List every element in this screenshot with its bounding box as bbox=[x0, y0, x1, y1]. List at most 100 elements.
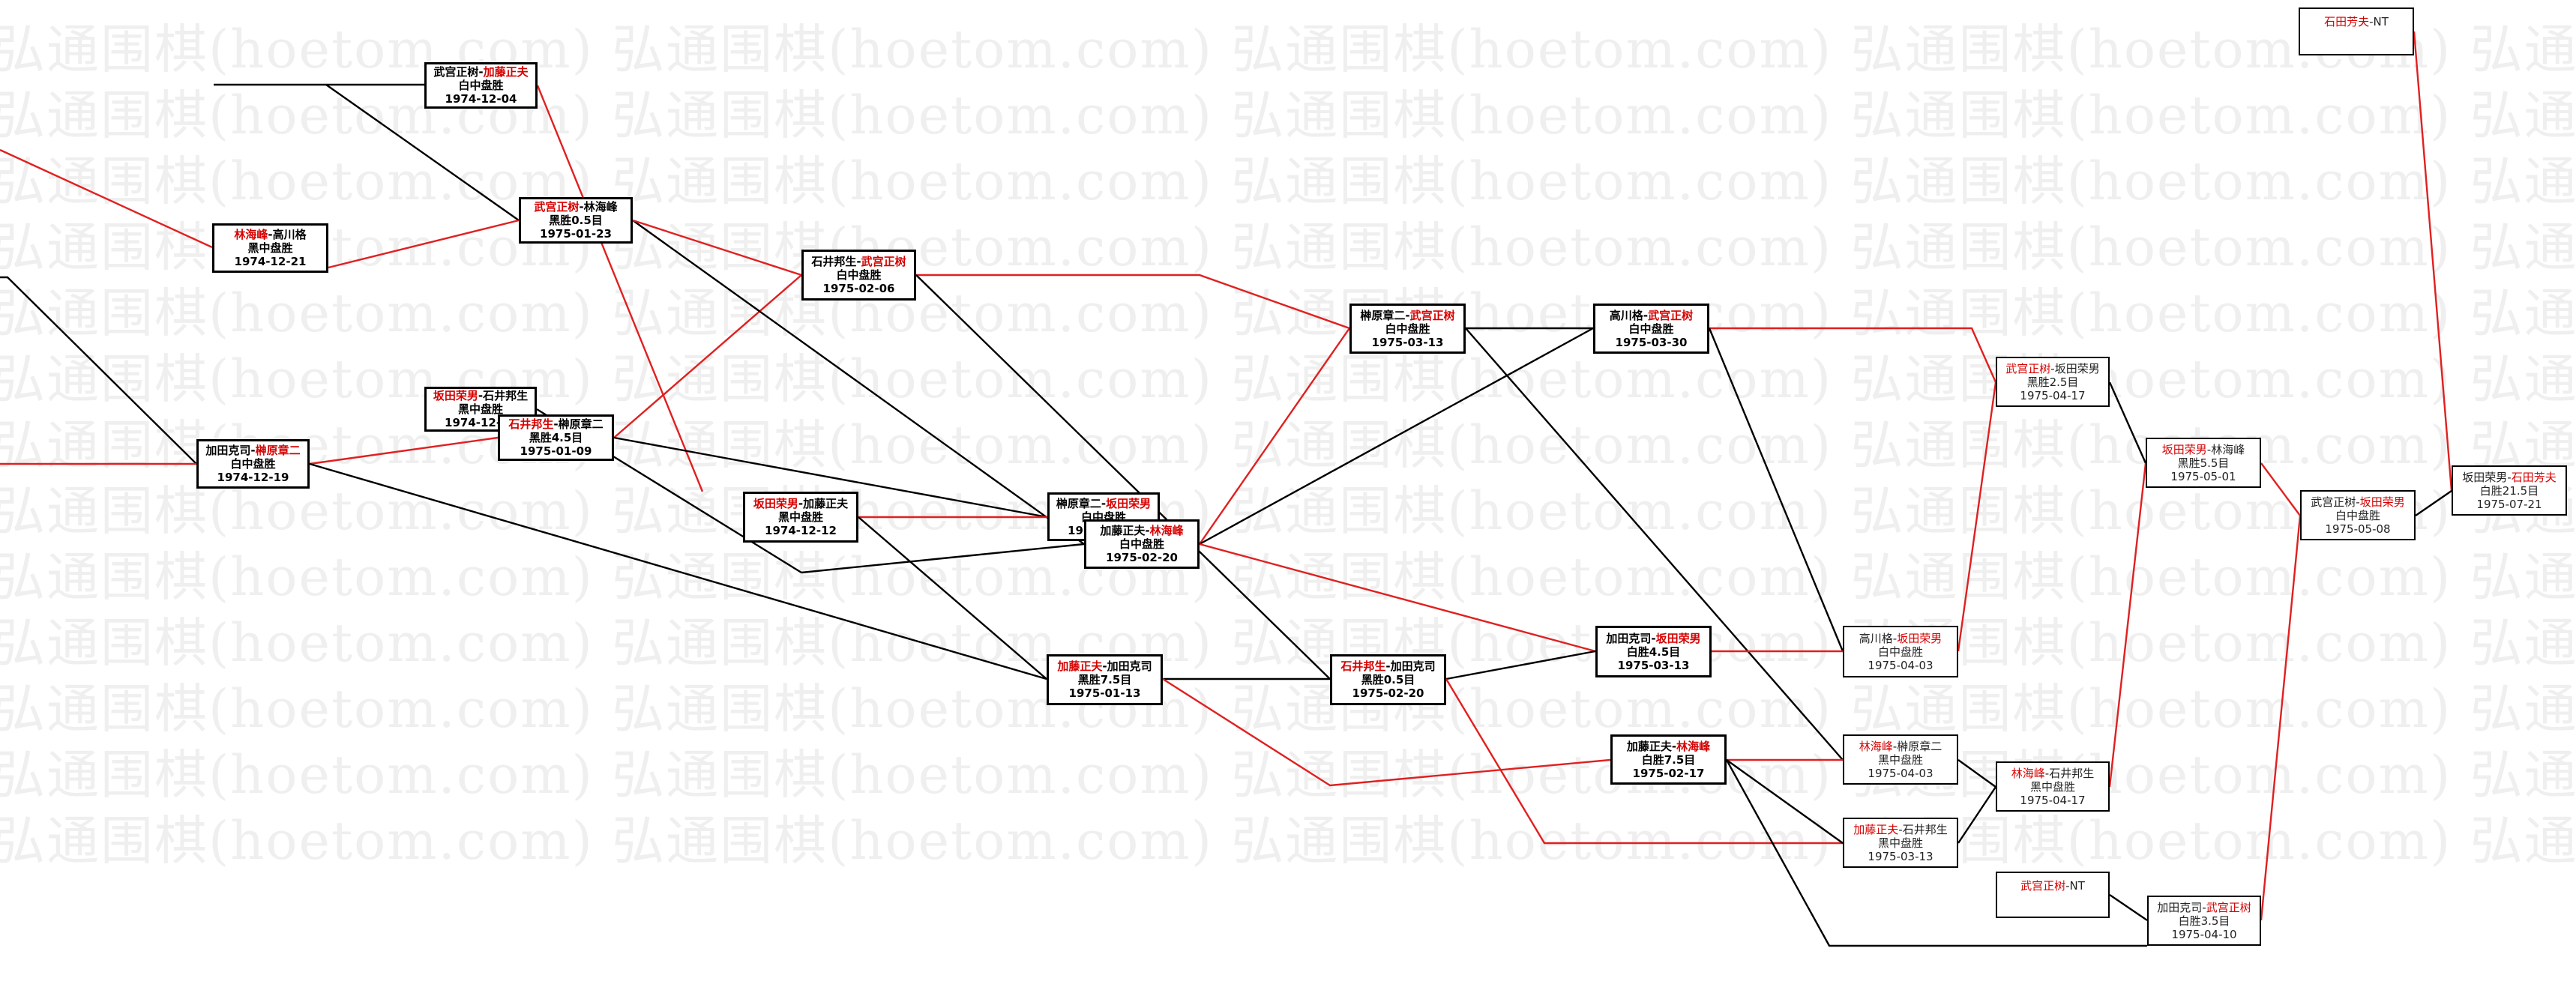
player-separator: - bbox=[478, 65, 484, 79]
match-players: 加藤正夫-林海峰 bbox=[1627, 740, 1710, 753]
match-date: 1975-02-20 bbox=[1106, 551, 1178, 564]
player-white: 坂田荣男 bbox=[1655, 631, 1701, 645]
match-date: 1975-05-08 bbox=[2325, 522, 2391, 536]
match-result: 黑胜4.5目 bbox=[529, 431, 583, 444]
player-white: 石田芳夫 bbox=[2511, 470, 2557, 484]
match-result: 白中盘胜 bbox=[1877, 645, 1923, 659]
match-node: 武宫正树-NT bbox=[1996, 872, 2110, 918]
match-date: 1974-12-04 bbox=[445, 92, 517, 106]
player-separator: - bbox=[2356, 495, 2360, 509]
bracket-line bbox=[916, 274, 1350, 330]
match-date: 1974-12-12 bbox=[765, 524, 837, 537]
match-date: 1975-04-10 bbox=[2171, 927, 2237, 941]
player-black: 高川格 bbox=[1609, 308, 1643, 322]
player-white: 林海峰 bbox=[2211, 442, 2245, 456]
bracket-line bbox=[1199, 327, 1594, 546]
player-separator: - bbox=[1898, 822, 1903, 836]
player-white: 加藤正夫 bbox=[483, 65, 529, 79]
match-date: 1975-07-21 bbox=[2476, 497, 2542, 511]
match-players: 坂田荣男-石井邦生 bbox=[433, 389, 528, 402]
player-separator: - bbox=[478, 389, 484, 402]
match-date: 1975-03-30 bbox=[1615, 335, 1688, 349]
player-black: 石田芳夫 bbox=[2324, 15, 2370, 28]
bracket-line bbox=[1199, 327, 1350, 545]
match-players: 加藤正夫-林海峰 bbox=[1100, 524, 1183, 537]
match-date: 1975-03-13 bbox=[1617, 658, 1690, 672]
match-players: 林海峰-榊原章二 bbox=[1859, 740, 1942, 753]
player-black: 加藤正夫 bbox=[1100, 524, 1146, 537]
player-white: 石井邦生 bbox=[1902, 822, 1948, 836]
player-black: 榊原章二 bbox=[1360, 308, 1406, 322]
match-result: 黑胜0.5目 bbox=[549, 214, 603, 227]
player-black: 加藤正夫 bbox=[1057, 659, 1103, 673]
bracket-line bbox=[1957, 381, 1997, 652]
player-black: 石井邦生 bbox=[811, 255, 857, 268]
match-date: 1975-04-17 bbox=[2020, 793, 2086, 807]
match-players: 榊原章二-武宫正树 bbox=[1360, 309, 1454, 322]
bracket-line bbox=[1445, 650, 1596, 680]
match-result: 白中盘胜 bbox=[230, 457, 276, 471]
bracket-line bbox=[801, 543, 1085, 574]
player-white: 林海峰 bbox=[1676, 739, 1711, 753]
player-black: 石井邦生 bbox=[508, 417, 554, 431]
match-date: 1975-03-13 bbox=[1868, 849, 1933, 863]
player-black: 坂田荣男 bbox=[2462, 470, 2508, 484]
bracket-line bbox=[1465, 327, 1844, 761]
bracket-line bbox=[2260, 515, 2302, 921]
bracket-line bbox=[2108, 381, 2147, 464]
player-black: 林海峰 bbox=[1859, 739, 1893, 753]
match-players: 武宫正树-林海峰 bbox=[534, 200, 617, 214]
bracket-line bbox=[0, 276, 197, 465]
match-date: 1974-12-21 bbox=[234, 255, 307, 268]
match-result: 黑中盘胜 bbox=[247, 241, 293, 255]
player-black: 加藤正夫 bbox=[1626, 739, 1672, 753]
player-black: 加田克司 bbox=[2157, 900, 2203, 914]
player-white: 加藤正夫 bbox=[803, 497, 849, 510]
player-white: 武宫正树 bbox=[1409, 308, 1455, 322]
player-separator: - bbox=[579, 200, 584, 214]
bracket-line bbox=[632, 219, 802, 277]
player-white: 榊原章二 bbox=[558, 417, 604, 431]
player-white: 林海峰 bbox=[1149, 524, 1184, 537]
player-black: 林海峰 bbox=[2011, 766, 2045, 780]
match-result: 白胜4.5目 bbox=[1626, 645, 1681, 659]
player-separator: - bbox=[1892, 739, 1898, 753]
player-separator: - bbox=[268, 228, 273, 241]
bracket-line bbox=[1957, 786, 1996, 844]
bracket-line bbox=[309, 436, 499, 465]
player-white: 坂田荣男 bbox=[2054, 361, 2100, 375]
bracket-line bbox=[2260, 462, 2301, 516]
match-players: 石井邦生-榊原章二 bbox=[508, 417, 603, 431]
match-players: 石井邦生-加田克司 bbox=[1340, 659, 1435, 673]
player-white: 坂田荣男 bbox=[1897, 631, 1942, 645]
match-players: 石田芳夫-NT bbox=[2324, 15, 2389, 28]
match-date: 1975-02-06 bbox=[822, 282, 895, 295]
player-separator: - bbox=[2202, 900, 2206, 914]
match-date: 1975-03-13 bbox=[1371, 335, 1444, 349]
player-white: 坂田荣男 bbox=[1106, 496, 1152, 510]
match-players: 加藤正夫-石井邦生 bbox=[1853, 823, 1947, 836]
player-white: 加田克司 bbox=[1390, 659, 1436, 673]
bracket-line bbox=[1709, 327, 1997, 383]
match-date: 1974-12-19 bbox=[217, 471, 289, 484]
bracket-line bbox=[1162, 677, 1611, 787]
player-white: 武宫正树 bbox=[1648, 308, 1694, 322]
match-date: 1975-02-20 bbox=[1352, 686, 1424, 700]
player-black: 高川格 bbox=[1859, 631, 1893, 645]
match-players: 加藤正夫-加田克司 bbox=[1057, 659, 1152, 673]
player-white: 武宫正树 bbox=[861, 255, 906, 268]
